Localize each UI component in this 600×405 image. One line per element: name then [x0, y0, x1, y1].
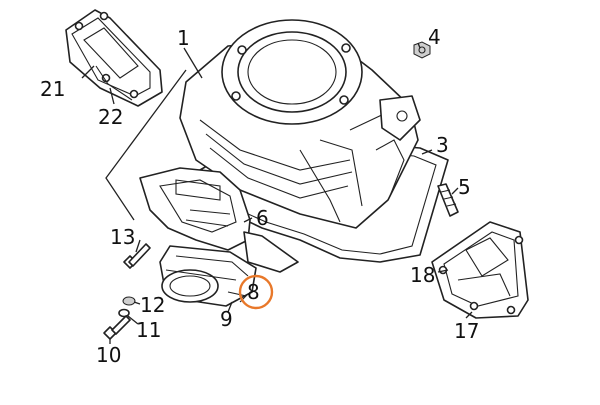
label-10: 10	[96, 343, 121, 367]
label-22: 22	[98, 105, 123, 129]
label-18: 18	[410, 263, 435, 287]
label-3: 3	[436, 133, 449, 157]
part-4-nut	[413, 41, 431, 59]
label-12: 12	[140, 293, 165, 317]
label-11: 11	[136, 318, 161, 342]
part-21-22-cover	[65, 9, 163, 107]
label-8: 8	[247, 280, 260, 304]
leader-lines	[81, 42, 473, 344]
label-21: 21	[40, 77, 65, 101]
part-9-intake-boot	[159, 245, 257, 307]
label-6: 6	[256, 206, 269, 230]
part-10-screw	[103, 315, 131, 340]
label-1: 1	[177, 26, 190, 50]
highlight-circle	[238, 274, 274, 310]
label-4: 4	[428, 25, 441, 49]
part-6-reed-block	[139, 167, 299, 273]
label-5: 5	[458, 175, 471, 199]
label-17: 17	[454, 319, 479, 343]
part-12-11-washers	[118, 296, 136, 318]
part-3-cylinder	[179, 19, 449, 263]
part-5-stud	[437, 183, 459, 217]
label-9: 9	[220, 307, 233, 331]
part-13-bolt	[123, 243, 151, 269]
label-13: 13	[110, 225, 135, 249]
